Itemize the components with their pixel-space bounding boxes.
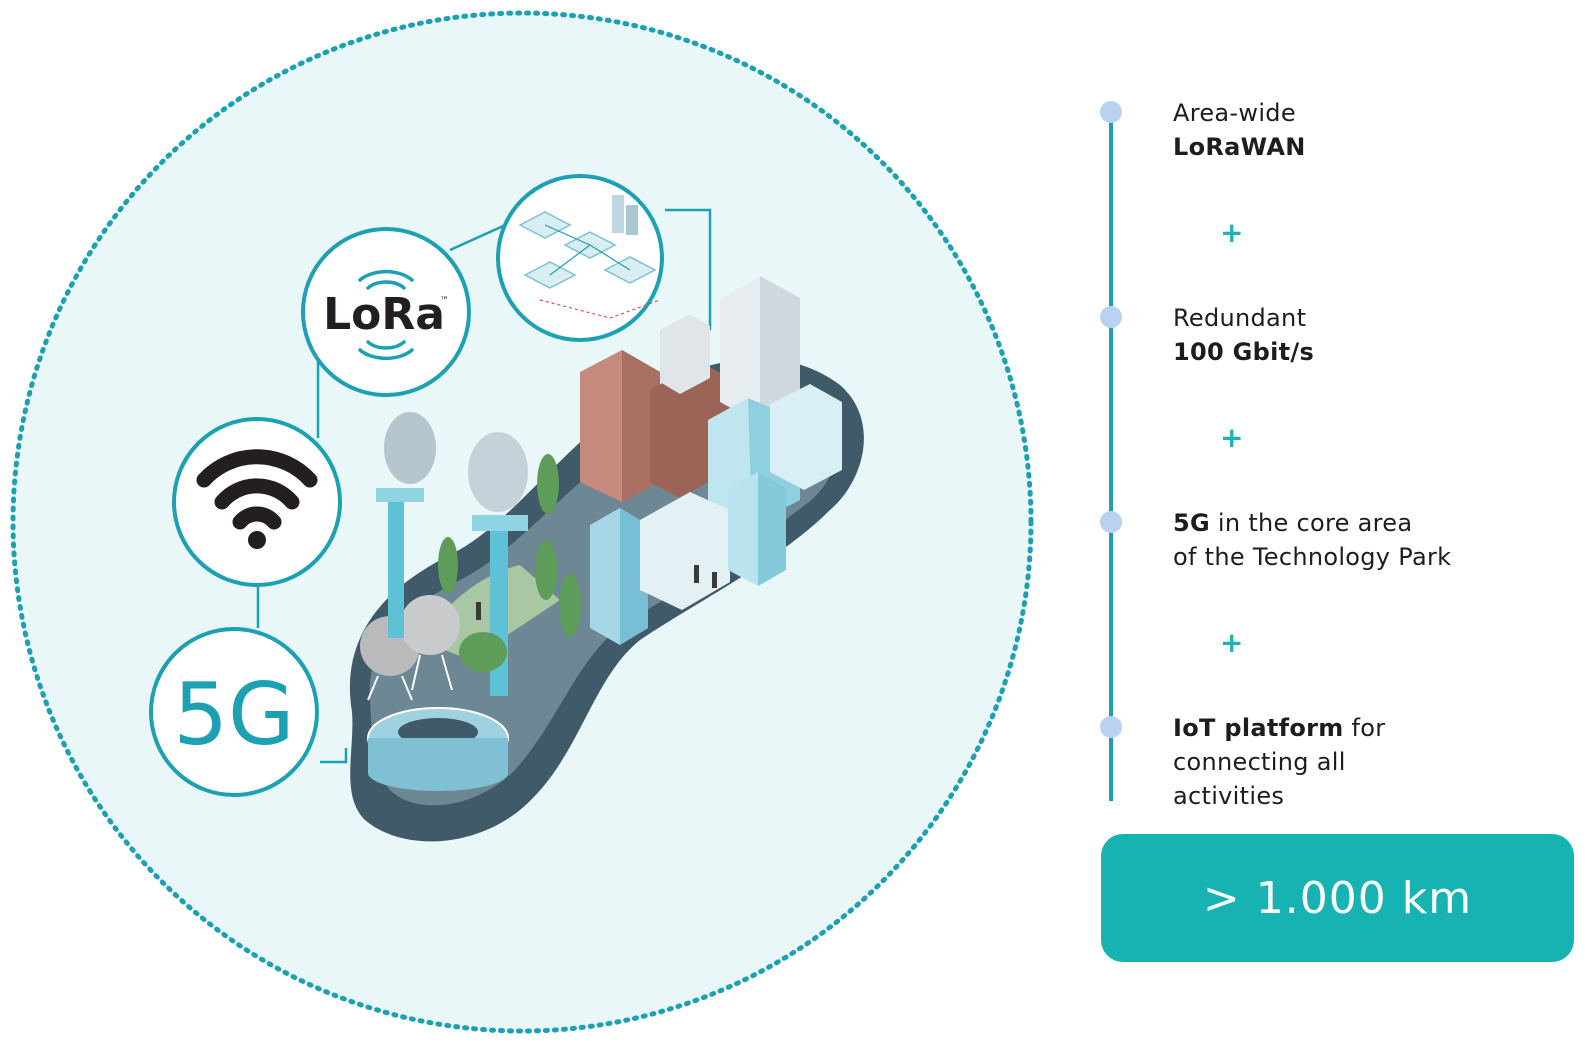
feature-5g-strong: 5G <box>1173 509 1210 537</box>
lora-trademark: ™ <box>440 296 449 306</box>
feature-5g: 5G in the core area of the Technology Pa… <box>1173 506 1451 574</box>
feature-lorawan: Area-wide LoRaWAN <box>1173 96 1306 164</box>
lora-logo-text: LoRa <box>323 289 445 340</box>
timeline-dot <box>1100 306 1122 328</box>
wifi-icon <box>172 417 342 587</box>
timeline-dot <box>1100 101 1122 123</box>
plus-separator: + <box>1220 626 1244 659</box>
timeline-dot <box>1100 511 1122 533</box>
connector-lines <box>256 208 712 764</box>
timeline-line <box>1109 105 1113 801</box>
iot-network-icon <box>496 174 664 342</box>
feature-bandwidth: Redundant 100 Gbit/s <box>1173 301 1314 369</box>
feature-iot-line2: connecting all <box>1173 748 1346 776</box>
feature-iot: IoT platform for connecting all activiti… <box>1173 711 1385 813</box>
plus-separator: + <box>1220 216 1244 249</box>
feature-bandwidth-line1: Redundant <box>1173 304 1307 332</box>
feature-lorawan-strong: LoRaWAN <box>1173 133 1306 161</box>
distance-badge: > 1.000 km <box>1101 834 1574 962</box>
feature-5g-line1: in the core area <box>1210 509 1413 537</box>
plus-separator: + <box>1220 421 1244 454</box>
city-island <box>349 276 864 842</box>
feature-lorawan-line1: Area-wide <box>1173 99 1296 127</box>
5g-icon: 5G <box>149 627 319 797</box>
lora-icon: LoRa ™ <box>301 227 471 397</box>
5g-icon-label: 5G <box>173 665 294 765</box>
feature-bandwidth-strong: 100 Gbit/s <box>1173 338 1315 366</box>
connectivity-scene: LoRa ™ 5G <box>10 10 1034 1034</box>
feature-iot-line1: for <box>1343 714 1386 742</box>
distance-label: > 1.000 km <box>1202 872 1473 924</box>
feature-5g-line2: of the Technology Park <box>1173 543 1452 571</box>
timeline-dot <box>1100 716 1122 738</box>
feature-iot-strong: IoT platform <box>1173 714 1344 742</box>
feature-iot-line3: activities <box>1173 782 1285 810</box>
